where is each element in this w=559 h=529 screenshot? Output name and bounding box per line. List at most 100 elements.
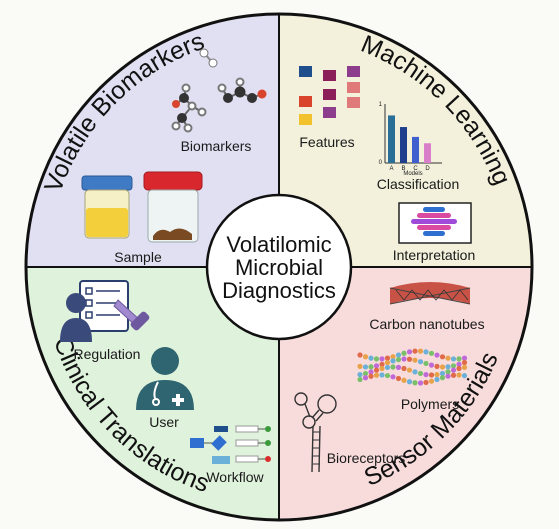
bar-D [424,143,431,163]
polymer-bead [456,361,462,367]
label-carbon-nanotubes: Carbon nanotubes [369,316,484,332]
polymer-bead [373,367,380,373]
polymer-bead [439,354,446,360]
polymer-bead [373,372,380,378]
polymer-bead [450,367,457,373]
label-sample: Sample [114,249,162,265]
polymer-bead [379,365,385,372]
polymer-bead [384,355,391,361]
polymer-bead [406,367,413,373]
center-title-line-2: Microbial [235,255,323,280]
polymer-bead [434,376,440,383]
polymer-bead [434,352,440,358]
polymer-bead [439,364,446,370]
polymer-bead [379,356,385,362]
polymer-bead [384,364,391,371]
center-title-line-3: Diagnostics [222,278,336,303]
polymer-bead [423,360,429,367]
polymer-bead [461,372,468,379]
polymer-bead [390,374,396,380]
polymer-bead [362,354,369,360]
polymer-bead [417,359,424,365]
interpretation-icon [398,202,472,244]
label-workflow: Workflow [206,469,264,485]
polymer-bead [406,356,413,362]
polymer-bead [445,369,451,375]
polymer-bead [439,375,446,381]
polymer-bead [461,355,468,361]
label-regulation: Regulation [74,346,141,362]
polymer-bead [428,378,435,384]
polymer-bead [412,380,418,386]
polymer-bead [362,375,369,381]
polymer-bead [412,348,418,354]
polymer-bead [417,380,424,386]
polymer-bead [445,373,451,379]
acetone-molecule-icon [217,77,267,103]
polymer-bead [362,364,369,370]
polymer-bead [368,373,374,379]
polymer-bead [368,364,374,370]
polymer-bead [456,372,462,378]
polymer-chains-icon [357,348,468,386]
polymer-bead [450,356,457,362]
polymer-bead [406,379,413,385]
small-molecule-icon [199,48,218,68]
polymer-bead [423,349,429,355]
carbon-nanotube-icon [389,282,471,305]
polymer-bead [395,364,402,370]
polymer-bead [379,361,385,367]
polymer-bead [445,355,451,361]
polymer-bead [401,377,407,383]
polymer-bead [401,350,407,356]
polymer-bead [461,364,468,370]
polymer-bead [357,372,363,378]
polymer-bead [423,371,429,378]
label-polymers: Polymers [401,396,459,412]
label-biomarkers: Biomarkers [181,138,252,154]
bar-B [400,127,407,163]
label-interpretation: Interpretation [393,247,476,263]
polymer-bead [357,363,363,369]
polymer-bead [450,363,457,369]
polymer-bead [428,372,435,378]
polymer-bead [384,372,391,379]
polymer-bead [401,356,407,362]
polymer-bead [434,363,440,370]
polymer-bead [373,356,380,362]
tick-label-C: C [413,166,418,172]
polymer-bead [423,379,429,386]
polymer-bead [439,370,446,377]
polymer-bead [368,369,374,375]
label-classification: Classification [377,176,459,192]
polymer-bead [373,363,380,369]
polymer-bead [428,350,435,356]
polymer-bead [390,354,396,360]
workflow-icon [190,425,271,464]
label-features: Features [299,134,354,150]
stool-sample-jar-icon [143,171,203,243]
outer-ring [24,12,534,522]
polymer-bead [417,348,424,354]
polymer-bead [401,365,407,372]
regulation-icon [60,280,150,342]
polymer-bead [390,364,396,370]
polymer-bead [434,372,440,378]
tick-label-B: B [401,166,405,172]
polymer-bead [379,372,385,378]
features-icon [299,66,360,125]
ml-chart-ytick-top: 1 [379,102,383,108]
doctor-user-icon [136,347,194,410]
bar-A [388,115,395,163]
bar-C [412,136,419,163]
polymer-bead [357,352,363,358]
tick-label-D: D [425,166,430,172]
polymer-bead [412,357,418,363]
polymer-bead [395,352,402,358]
polymer-bead [368,355,374,361]
urine-sample-jar-icon [81,175,133,239]
ml-chart-xlabel: Models [403,171,422,177]
polymer-bead [417,370,424,377]
